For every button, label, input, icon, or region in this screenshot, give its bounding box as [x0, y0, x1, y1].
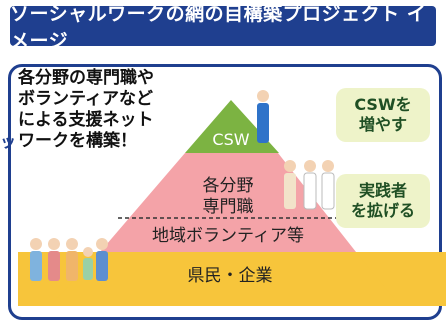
tier-base-top	[50, 252, 400, 306]
tier-csw-shape	[185, 100, 279, 153]
people-right-icon	[284, 160, 335, 210]
callout-increase-csw: CSWを 増やす	[336, 88, 430, 142]
page-title: ソーシャルワークの網の目構築プロジェクト イメージ	[10, 3, 427, 52]
tier-label-volunteers: 地域ボランティア等	[152, 226, 304, 246]
header: ソーシャルワークの網の目構築プロジェクト イメージ	[0, 0, 446, 52]
people-left-icon	[30, 238, 108, 281]
title-banner: ソーシャルワークの網の目構築プロジェクト イメージ	[10, 3, 436, 52]
intro-text: 各分野の専門職や ボランティアなど による支援ネット ワークを構築！	[18, 68, 154, 151]
side-arrow-icon: ッ	[0, 132, 17, 151]
tier-label-csw: CSW	[212, 130, 249, 149]
person-top-icon	[257, 90, 269, 143]
tier-label-citizens: 県民・企業	[187, 266, 273, 286]
callout-expand-practitioners: 実践者 を拡げる	[336, 174, 430, 228]
tier-label-specialists: 各分野 専門職	[202, 176, 254, 217]
